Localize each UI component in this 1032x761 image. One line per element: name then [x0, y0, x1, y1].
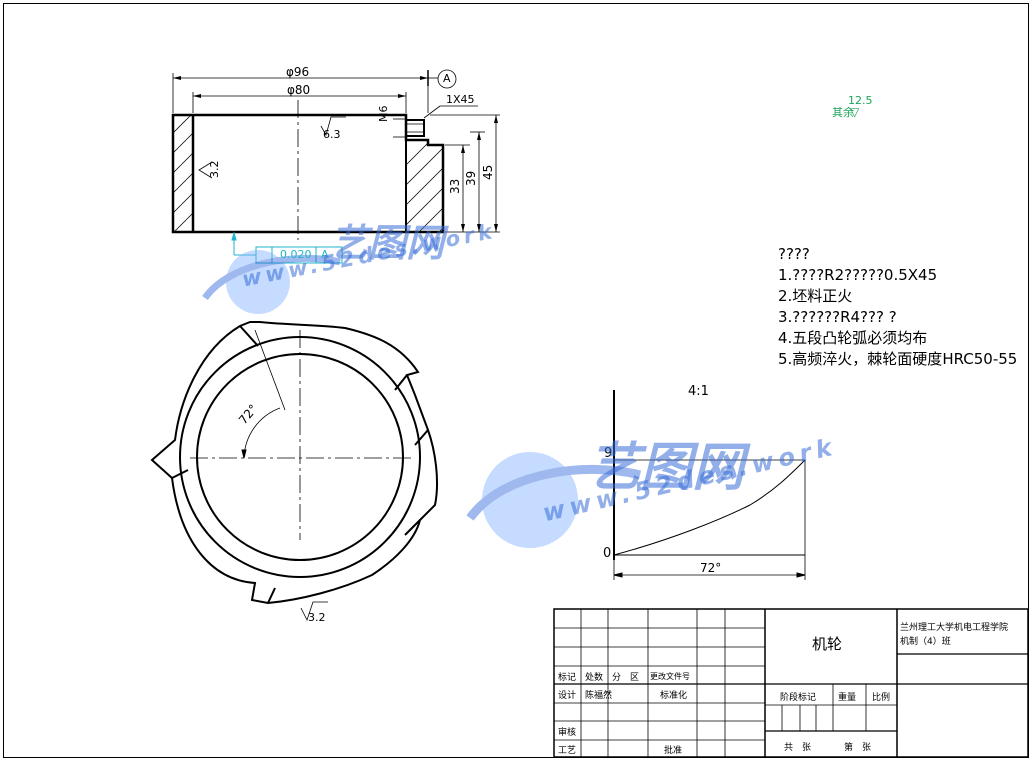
note-item-5: 5.高频淬火，棘轮面硬度HRC50-55 — [778, 350, 1018, 368]
col-doc: 更改文件号 — [650, 672, 690, 681]
col-count: 处数 — [585, 673, 604, 683]
tolerance-frame — [231, 231, 343, 264]
roughness-top: 6.3 — [323, 128, 341, 141]
cam-rise-label: 9 — [604, 446, 613, 461]
label-total-sheets: 共 张 — [784, 743, 812, 753]
label-ratio: 比例 — [872, 693, 891, 703]
label-design: 设计 — [558, 691, 577, 701]
col-zone: 分 区 — [612, 673, 640, 683]
label-weight: 重量 — [838, 693, 857, 703]
tolerance-value: 0.020 — [280, 248, 312, 261]
notes-title: ???? — [778, 245, 810, 263]
technical-notes: ???? 1.????R2?????0.5X45 2.坯料正火 3.??????… — [778, 244, 1017, 370]
cam-origin-label: 0 — [603, 546, 612, 561]
roughness-corner-label: 其余 — [832, 106, 854, 119]
dim-chamfer: 1X45 — [446, 93, 475, 106]
watermark-logo-1: 艺图网 — [330, 221, 445, 265]
dim-outer-diameter: φ96 — [286, 65, 310, 79]
dim-inner-diameter: φ80 — [287, 83, 311, 97]
tolerance-datum: A — [321, 248, 329, 261]
col-mark: 标记 — [558, 673, 577, 683]
label-approve: 批准 — [664, 746, 683, 756]
roughness-bottom: 3.2 — [308, 611, 326, 624]
ratchet-view — [150, 321, 438, 622]
dim-height-total: 45 — [481, 164, 495, 180]
dim-height-33: 33 — [448, 178, 462, 194]
drawing-border — [3, 3, 1029, 758]
label-process: 工艺 — [558, 746, 577, 756]
roughness-corner-symbol: ▽ — [850, 105, 860, 119]
label-review: 审核 — [558, 728, 577, 738]
title-block-grid — [553, 608, 1029, 758]
note-item-4: 4.五段凸轮弧必须均布 — [778, 329, 928, 347]
label-sheet-number: 第 张 — [844, 743, 872, 753]
cam-angle-label: 72° — [700, 561, 722, 575]
dim-thread: M6 — [377, 105, 390, 123]
scale-label: 4:1 — [688, 384, 709, 399]
note-item-1: 1.????R2?????0.5X45 — [778, 266, 938, 284]
note-item-3: 3.??????R4??? ? — [778, 308, 897, 326]
dim-height-39: 39 — [464, 170, 478, 186]
cam-diagram — [613, 390, 806, 580]
designer-name: 陈福然 — [585, 691, 613, 701]
label-stage-mark: 阶段标记 — [780, 693, 817, 703]
roughness-corner: 12.5 — [848, 94, 873, 107]
section-view — [171, 69, 500, 264]
part-name: 机轮 — [812, 635, 843, 653]
class-name: 机制（4）班 — [900, 637, 951, 647]
school-name: 兰州理工大学机电工程学院 — [900, 623, 1009, 633]
datum-label: A — [443, 72, 451, 85]
watermark-logo-graphic — [202, 250, 642, 548]
roughness-left: 3.2 — [208, 160, 221, 179]
note-item-2: 2.坯料正火 — [778, 287, 853, 305]
label-standardize: 标准化 — [660, 691, 688, 701]
watermark-logo-2: 艺图网 — [588, 438, 745, 498]
